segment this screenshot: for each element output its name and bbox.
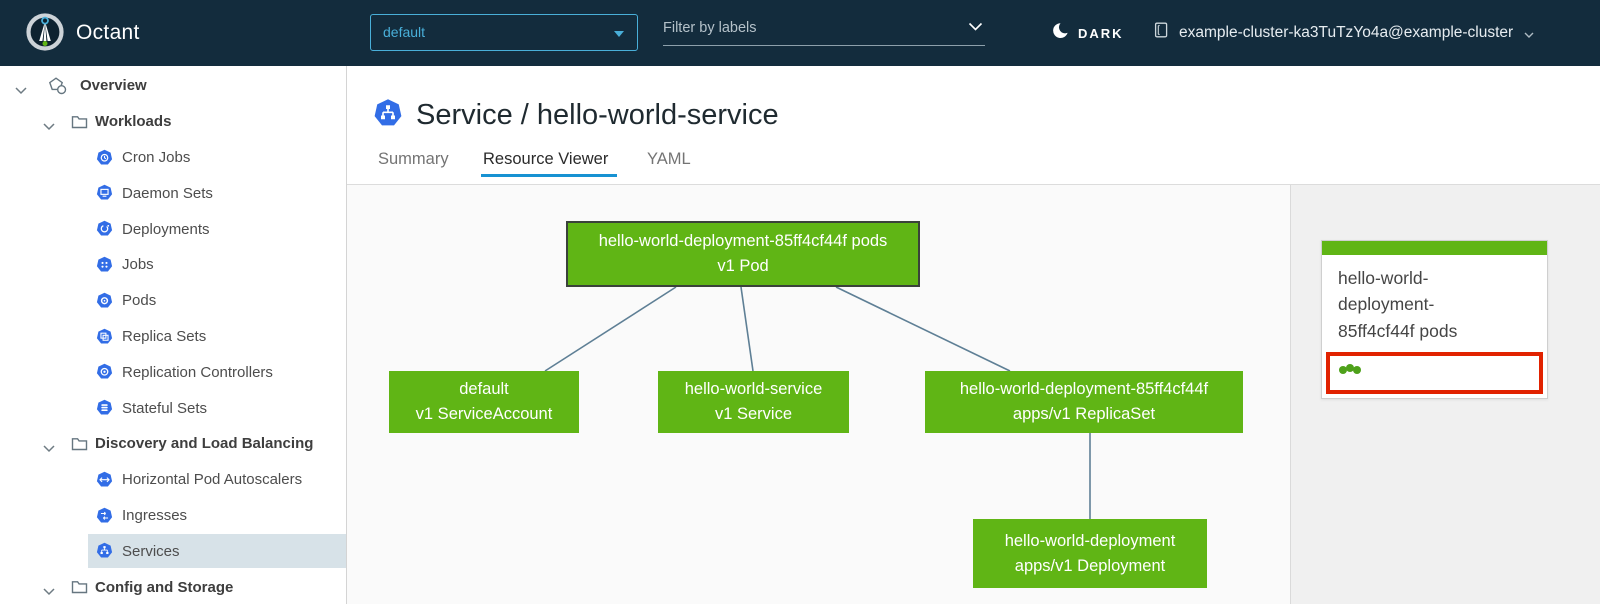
jobs-icon (96, 256, 113, 277)
service-icon (373, 98, 403, 133)
deployments-icon (96, 220, 113, 241)
card-title: hello-world-deployment-85ff4cf44f pods (1338, 268, 1458, 341)
graph-node-service[interactable]: hello-world-service v1 Service (658, 371, 849, 433)
namespace-dropdown[interactable]: default (370, 14, 638, 51)
stateful-sets-icon (96, 399, 113, 420)
navigation-sidebar: Overview Workloads Cron Jobs Daemon Sets… (0, 66, 347, 604)
graph-node-replica-set[interactable]: hello-world-deployment-85ff4cf44f apps/v… (925, 371, 1243, 433)
label-filter-input[interactable] (663, 20, 968, 36)
pod-status-dot (1353, 365, 1361, 374)
cluster-selector[interactable]: example-cluster-ka3TuTzYo4a@example-clus… (1152, 0, 1534, 66)
folder-icon (71, 580, 88, 598)
node-kind: apps/v1 ReplicaSet (1012, 405, 1156, 423)
node-kind: v1 Pod (717, 257, 769, 275)
pod-status-box[interactable] (1326, 351, 1543, 394)
tab-resource-viewer[interactable]: Resource Viewer (483, 150, 609, 168)
node-detail-panel: hello-world-deployment-85ff4cf44f pods (1290, 185, 1600, 604)
services-icon (96, 542, 113, 563)
dropdown-caret-icon (614, 31, 624, 37)
graph-node-service-account[interactable]: default v1 ServiceAccount (389, 371, 579, 433)
graph-edge (835, 286, 1011, 372)
chevron-down-icon[interactable] (42, 583, 56, 600)
sidebar-item-daemon-sets[interactable]: Daemon Sets (0, 175, 346, 211)
sidebar-item-services[interactable]: Services (0, 533, 346, 569)
sidebar-item-cron-jobs[interactable]: Cron Jobs (0, 140, 346, 176)
theme-toggle-label: DARK (1078, 25, 1124, 41)
node-kind: apps/v1 Deployment (1014, 556, 1166, 575)
app-title: Octant (76, 21, 140, 44)
sidebar-item-jobs[interactable]: Jobs (0, 247, 346, 283)
daemon-sets-icon (96, 184, 113, 205)
graph-edge (544, 286, 677, 372)
hpa-icon (96, 471, 113, 492)
ingresses-icon (96, 507, 113, 528)
chevron-down-icon (1524, 26, 1534, 44)
node-kind: v1 Service (714, 405, 793, 423)
pod-detail-card: hello-world-deployment-85ff4cf44f pods (1321, 240, 1548, 399)
overview-icon (48, 76, 68, 100)
moon-icon (1052, 22, 1069, 44)
node-name: default (459, 380, 509, 399)
chevron-down-icon[interactable] (42, 440, 56, 457)
chevron-down-icon[interactable] (42, 118, 56, 135)
sidebar-item-overview[interactable]: Overview (0, 68, 346, 104)
top-header-bar: Octant default DARK example-cluster-ka3T… (0, 0, 1600, 66)
cron-jobs-icon (96, 149, 113, 170)
node-name: hello-world-deployment (1004, 531, 1176, 550)
node-name: hello-world-deployment-85ff4cf44f pods (598, 232, 888, 251)
tab-summary[interactable]: Summary (378, 150, 449, 168)
namespace-dropdown-value: default (383, 24, 426, 40)
octant-logo (26, 13, 64, 56)
cluster-name: example-cluster-ka3TuTzYo4a@example-clus… (1179, 24, 1514, 41)
node-name: hello-world-deployment-85ff4cf44f (959, 380, 1209, 399)
replica-sets-icon (96, 328, 113, 349)
pod-status-dot (1346, 363, 1354, 372)
tab-yaml[interactable]: YAML (647, 150, 691, 168)
pod-status-dot (1339, 365, 1347, 374)
label-filter (663, 11, 985, 46)
folder-icon (71, 115, 88, 133)
replication-controllers-icon (96, 363, 113, 384)
pods-icon (96, 292, 113, 313)
sidebar-item-workloads[interactable]: Workloads (0, 104, 346, 140)
page-header: Service / hello-world-service (373, 98, 779, 133)
resource-viewer-graph: hello-world-deployment-85ff4cf44f pods v… (347, 185, 1290, 604)
sidebar-item-pods[interactable]: Pods (0, 283, 346, 319)
folder-icon (71, 437, 88, 455)
node-kind: v1 ServiceAccount (415, 405, 553, 423)
cluster-icon (1152, 22, 1170, 44)
sidebar-item-deployments[interactable]: Deployments (0, 211, 346, 247)
sidebar-item-replica-sets[interactable]: Replica Sets (0, 319, 346, 355)
graph-node-deployment[interactable]: hello-world-deployment apps/v1 Deploymen… (973, 519, 1207, 588)
card-status-bar (1322, 241, 1547, 255)
graph-node-pod[interactable]: hello-world-deployment-85ff4cf44f pods v… (566, 221, 920, 287)
chevron-down-icon[interactable] (968, 19, 983, 37)
sidebar-item-discovery-and-load-balancing[interactable]: Discovery and Load Balancing (0, 426, 346, 462)
theme-toggle[interactable]: DARK (1052, 0, 1124, 66)
active-tab-underline (481, 174, 617, 177)
sidebar-item-horizontal-pod-autoscalers[interactable]: Horizontal Pod Autoscalers (0, 462, 346, 498)
page-title: Service / hello-world-service (416, 99, 779, 131)
sidebar-item-stateful-sets[interactable]: Stateful Sets (0, 390, 346, 426)
sidebar-item-config-and-storage[interactable]: Config and Storage (0, 569, 346, 605)
sidebar-item-ingresses[interactable]: Ingresses (0, 498, 346, 534)
sidebar-item-replication-controllers[interactable]: Replication Controllers (0, 354, 346, 390)
tabs-divider (347, 184, 1600, 185)
graph-edges (544, 286, 1091, 519)
graph-edge (740, 286, 754, 372)
chevron-down-icon[interactable] (14, 82, 28, 99)
node-name: hello-world-service (684, 380, 823, 399)
